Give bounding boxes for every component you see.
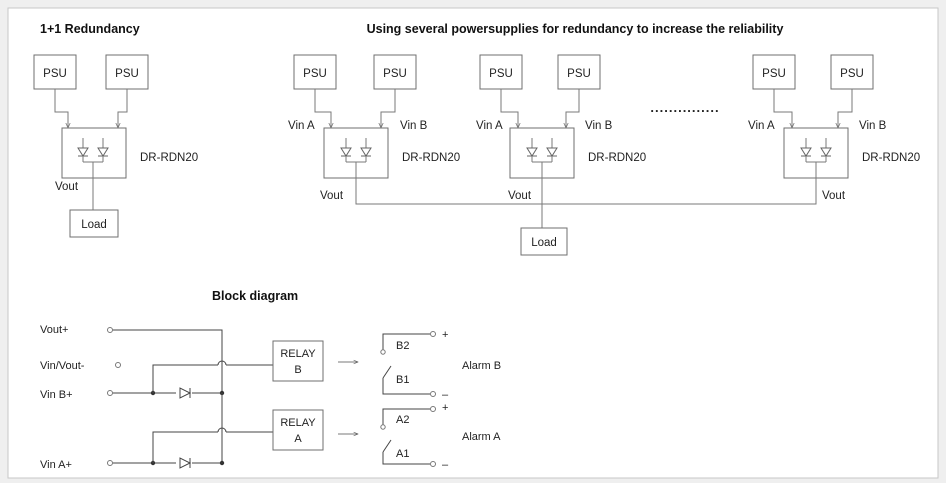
psu-box: PSU — [105, 54, 149, 90]
vin-vout-minus-label: Vin/Vout- — [40, 360, 85, 372]
module-label: DR-RDN20 — [402, 152, 460, 164]
alarm-a-minus: – — [442, 459, 449, 471]
psu-box: PSU — [479, 54, 523, 90]
svg-text:PSU: PSU — [567, 68, 591, 80]
continuation-dots: ............... — [650, 100, 719, 115]
title-several-powersupplies: Using several powersupplies for redundan… — [367, 22, 784, 36]
vin-a-label: Vin A — [288, 120, 315, 132]
alarm-b-label: Alarm B — [462, 360, 501, 372]
svg-text:B: B — [294, 364, 301, 376]
svg-text:RELAY: RELAY — [280, 348, 316, 360]
svg-text:PSU: PSU — [303, 68, 327, 80]
alarm-b-minus: – — [442, 389, 449, 401]
vout-label: Vout — [320, 190, 344, 202]
vin-b-label: Vin B — [859, 120, 887, 132]
vin-b-label: Vin B — [585, 120, 613, 132]
psu-box: PSU — [33, 54, 77, 90]
svg-text:PSU: PSU — [840, 68, 864, 80]
svg-text:PSU: PSU — [115, 68, 139, 80]
psu-box: PSU — [373, 54, 417, 90]
svg-text:Load: Load — [531, 237, 557, 249]
load-box: Load — [520, 227, 568, 256]
vin-b-plus-label: Vin B+ — [40, 389, 73, 401]
module-label: DR-RDN20 — [588, 152, 646, 164]
vout-label: Vout — [508, 190, 532, 202]
b1-label: B1 — [396, 374, 409, 386]
svg-text:PSU: PSU — [489, 68, 513, 80]
alarm-a-label: Alarm A — [462, 431, 501, 443]
alarm-b-contact — [380, 331, 436, 397]
psu-box: PSU — [830, 54, 874, 90]
title-1plus1-redundancy: 1+1 Redundancy — [40, 22, 140, 36]
relay-b-box: RELAY B — [272, 340, 324, 382]
svg-text:RELAY: RELAY — [280, 417, 316, 429]
vout-label: Vout — [822, 190, 846, 202]
a1-label: A1 — [396, 448, 409, 460]
alarm-a-plus: + — [442, 402, 448, 414]
vin-a-plus-label: Vin A+ — [40, 459, 72, 471]
output-bus — [355, 162, 817, 205]
b2-label: B2 — [396, 340, 409, 352]
alarm-b-plus: + — [442, 329, 448, 341]
vin-b-label: Vin B — [400, 120, 428, 132]
alarm-a-contact — [380, 406, 436, 467]
psu-box: PSU — [293, 54, 337, 90]
dr-rdn20-module — [61, 127, 127, 179]
title-block-diagram: Block diagram — [212, 289, 298, 303]
svg-text:A: A — [294, 433, 302, 445]
module-label: DR-RDN20 — [862, 152, 920, 164]
svg-text:PSU: PSU — [43, 68, 67, 80]
vout-label: Vout — [55, 181, 79, 193]
vin-a-label: Vin A — [748, 120, 775, 132]
psu-box: PSU — [752, 54, 796, 90]
svg-text:PSU: PSU — [762, 68, 786, 80]
svg-text:Load: Load — [81, 219, 107, 231]
load-box: Load — [69, 209, 119, 238]
vin-a-label: Vin A — [476, 120, 503, 132]
module-label: DR-RDN20 — [140, 152, 198, 164]
relay-a-box: RELAY A — [272, 409, 324, 451]
vout-plus-label: Vout+ — [40, 324, 68, 336]
psu-box: PSU — [557, 54, 601, 90]
svg-text:PSU: PSU — [383, 68, 407, 80]
a2-label: A2 — [396, 414, 409, 426]
